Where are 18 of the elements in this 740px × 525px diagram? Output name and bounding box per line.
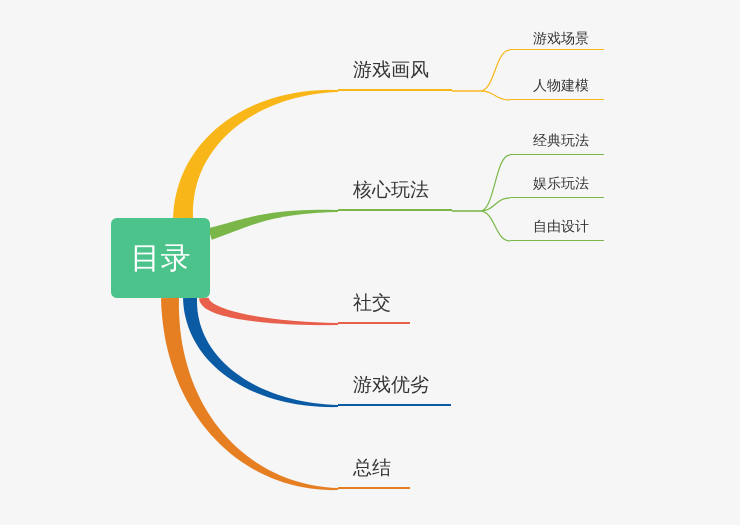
branch-line <box>452 210 510 242</box>
branch-line <box>452 90 510 101</box>
subtopic: 游戏场景 <box>510 28 604 50</box>
branch-line <box>173 90 338 218</box>
branch-line <box>183 298 338 408</box>
branch-line <box>208 210 338 240</box>
topic-box: 目录 <box>111 218 210 298</box>
branch-topic: 社交 <box>338 283 410 324</box>
subtopic: 娱乐玩法 <box>510 171 604 198</box>
subtopic: 人物建模 <box>510 72 604 100</box>
branch-topic: 总结 <box>338 448 410 489</box>
branch-topic: 游戏画风 <box>338 50 452 91</box>
branch-line <box>199 298 338 326</box>
branch-topic: 核心玩法 <box>338 170 452 211</box>
subtopic: 自由设计 <box>510 214 604 241</box>
branch-line <box>161 298 338 490</box>
subtopic: 经典玩法 <box>510 128 604 155</box>
branch-topic: 游戏优劣 <box>338 365 451 406</box>
